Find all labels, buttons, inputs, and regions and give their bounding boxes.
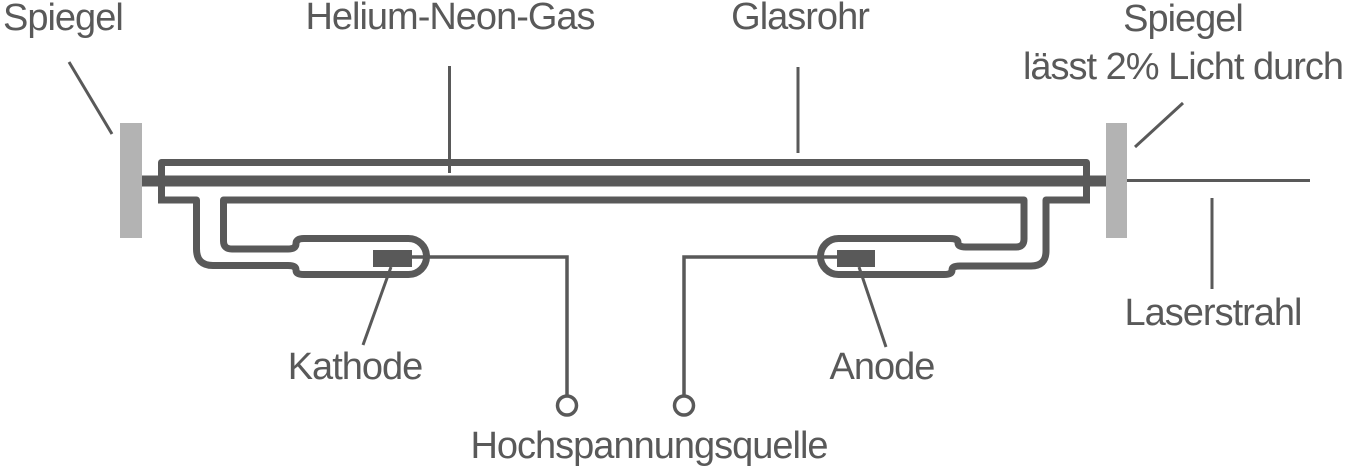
glass-tube-body-and-arms [161,196,1087,278]
mirror-left-label: Spiegel [3,0,124,39]
anode-label: Anode [829,346,936,388]
cathode-label: Kathode [287,346,424,388]
mirror-right-label-subtitle: lässt 2% Licht durch [1022,46,1344,88]
glass-tube-label: Glasrohr [731,0,870,38]
anode-wire [682,255,837,395]
glass-tube-top-wall [158,159,1090,204]
cathode-pointer-line [361,266,393,346]
cathode-wire [412,255,569,395]
mirror-right-pointer-line [1133,101,1185,149]
anode-electrode [837,250,875,267]
cathode-electrode [373,250,412,267]
anode-pointer-line [857,266,888,348]
mirror-left-pointer-line [67,61,114,135]
cathode-terminal-circle [555,394,579,417]
right-mirror [1106,123,1127,238]
left-mirror [120,123,142,238]
voltage-source-label: Hochspannungsquelle [470,425,828,467]
mirror-right-label: Spiegel lässt 2% Licht durch [1022,0,1344,91]
laser-beam-label: Laserstrahl [1124,292,1303,334]
mirror-right-label-title: Spiegel [1123,0,1244,40]
gas-label: Helium-Neon-Gas [305,0,595,38]
anode-terminal-circle [672,394,696,417]
